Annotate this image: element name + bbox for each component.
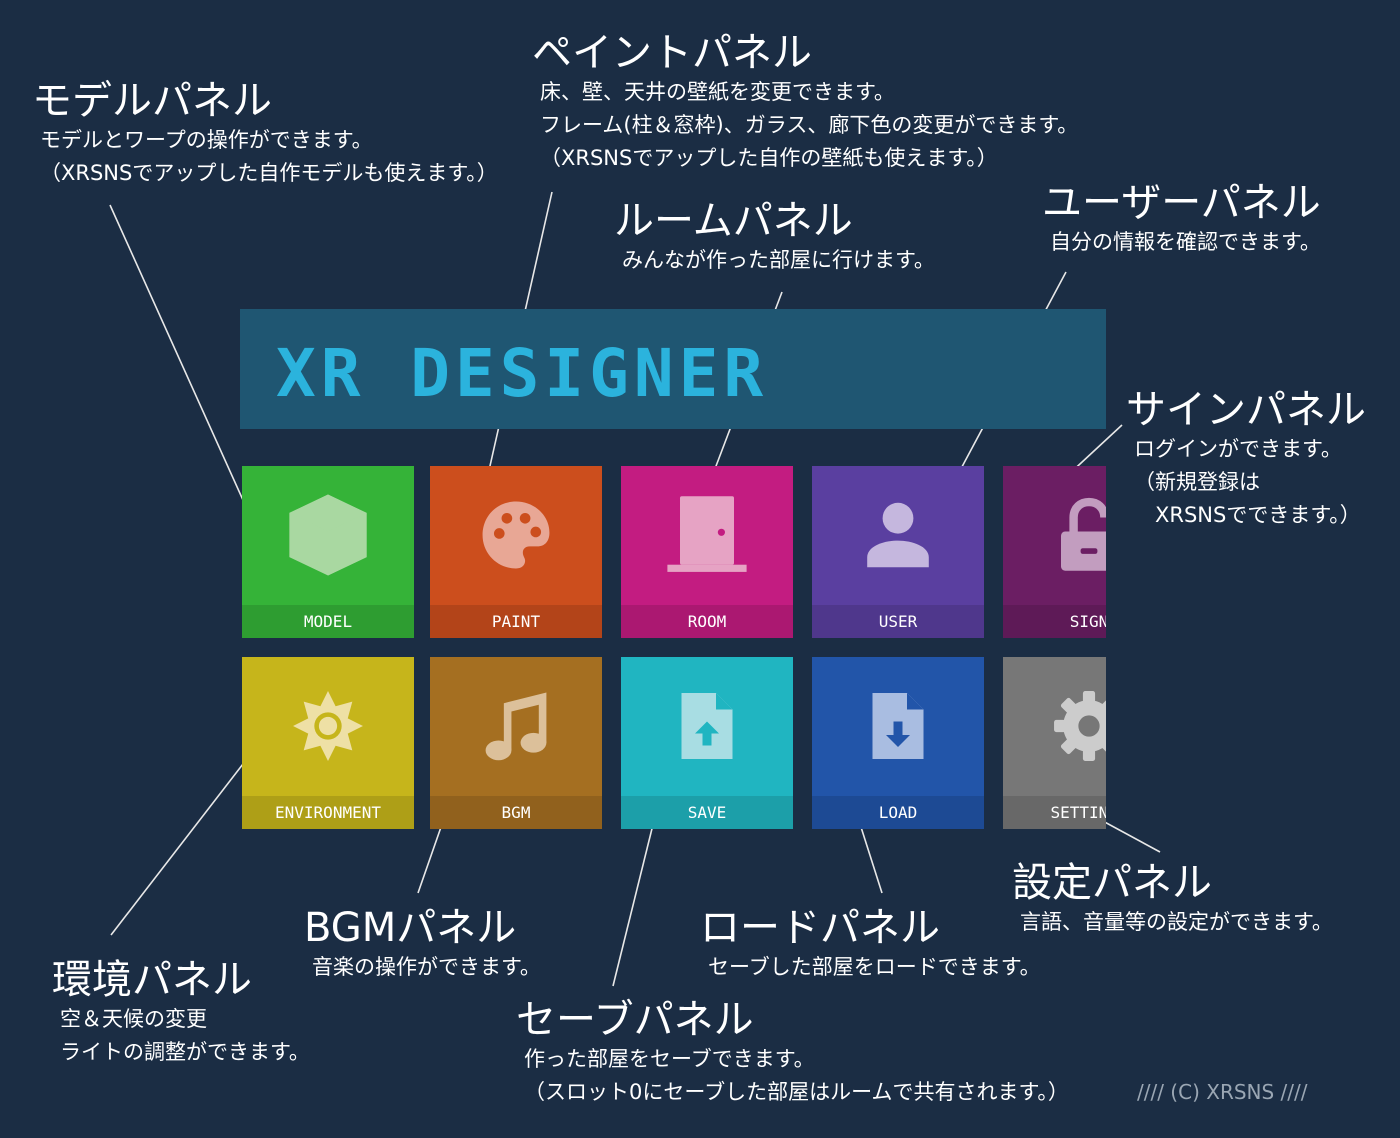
load-panel-title: ロードパネル [700, 905, 940, 951]
paint-panel-desc-3: （XRSNSでアップした自作の壁紙も使えます。） [540, 146, 998, 170]
user-panel-annotation: ユーザーパネル 自分の情報を確認できます。 [1042, 180, 1321, 259]
paint-tile-label: PAINT [491, 612, 541, 631]
sign-panel-desc-3: XRSNSでできます。） [1134, 503, 1361, 527]
user-panel-desc-1: 自分の情報を確認できます。 [1050, 230, 1321, 254]
settings-panel-desc-1: 言語、音量等の設定ができます。 [1020, 910, 1333, 934]
environment-tile[interactable]: ENVIRONMENT [242, 657, 414, 829]
environment-panel-title: 環境パネル [52, 957, 252, 1003]
sign-tile[interactable]: SIGN [1003, 466, 1106, 638]
app-screen: XR DESIGNER MODEL PAINT [240, 309, 1106, 839]
sign-tile-label: SIGN [1069, 612, 1106, 631]
paint-panel-annotation: ペイントパネル 床、壁、天井の壁紙を変更できます。 フレーム(柱＆窓枠)、ガラス… [532, 30, 1078, 175]
user-tile[interactable]: USER [812, 466, 984, 638]
room-panel-desc-1: みんなが作った部屋に行けます。 [622, 248, 935, 272]
sign-panel-desc-2: （新規登録は [1134, 470, 1260, 494]
user-tile-label: USER [878, 612, 918, 631]
settings-tile[interactable]: SETTINGS [1003, 657, 1106, 829]
app-title: XR DESIGNER [276, 335, 769, 412]
music-note-icon [430, 657, 602, 795]
save-tile[interactable]: SAVE [621, 657, 793, 829]
user-panel-title: ユーザーパネル [1042, 180, 1321, 226]
sun-icon [242, 657, 414, 795]
model-panel-desc-2: （XRSNSでアップした自作モデルも使えます。） [40, 161, 498, 185]
room-tile-label: ROOM [687, 612, 727, 631]
gear-icon [1003, 657, 1106, 795]
sign-panel-annotation: サインパネル ログインができます。 （新規登録は XRSNSでできます。） [1126, 387, 1366, 532]
save-panel-desc-1: 作った部屋をセーブできます。 [524, 1047, 815, 1071]
settings-panel-annotation: 設定パネル 言語、音量等の設定ができます。 [1012, 860, 1333, 939]
environment-tile-label: ENVIRONMENT [275, 803, 381, 822]
settings-panel-title: 設定パネル [1012, 860, 1212, 906]
bgm-tile[interactable]: BGM [430, 657, 602, 829]
file-download-icon [812, 657, 984, 795]
paint-panel-desc-2: フレーム(柱＆窓枠)、ガラス、廊下色の変更ができます。 [540, 113, 1079, 137]
paint-panel-title: ペイントパネル [532, 30, 812, 76]
file-upload-icon [621, 657, 793, 795]
bgm-panel-desc-1: 音楽の操作ができます。 [312, 955, 541, 979]
bgm-panel-title: BGMパネル [304, 905, 517, 951]
room-panel-annotation: ルームパネル みんなが作った部屋に行けます。 [614, 198, 935, 277]
environment-panel-annotation: 環境パネル 空＆天候の変更 ライトの調整ができます。 [52, 957, 310, 1069]
model-tile-label: MODEL [303, 612, 353, 631]
bgm-tile-label: BGM [501, 803, 531, 822]
unlock-icon [1003, 466, 1106, 604]
model-tile[interactable]: MODEL [242, 466, 414, 638]
cube-icon [242, 466, 414, 604]
room-tile[interactable]: ROOM [621, 466, 793, 638]
bgm-panel-annotation: BGMパネル 音楽の操作ができます。 [304, 905, 541, 984]
copyright-text: //// (C) XRSNS //// [1137, 1080, 1308, 1104]
sign-panel-desc-1: ログインができます。 [1134, 437, 1342, 461]
title-banner: XR DESIGNER [240, 309, 1106, 429]
person-icon [812, 466, 984, 604]
model-panel-desc-1: モデルとワープの操作ができます。 [40, 128, 373, 152]
environment-panel-desc-2: ライトの調整ができます。 [60, 1040, 310, 1064]
sign-panel-title: サインパネル [1126, 387, 1366, 433]
settings-tile-label: SETTINGS [1050, 803, 1106, 822]
palette-icon [430, 466, 602, 604]
environment-panel-desc-1: 空＆天候の変更 [60, 1007, 207, 1031]
save-panel-annotation: セーブパネル 作った部屋をセーブできます。 （スロット0にセーブした部屋はルーム… [516, 997, 1069, 1109]
load-panel-desc-1: セーブした部屋をロードできます。 [708, 955, 1041, 979]
model-panel-annotation: モデルパネル モデルとワープの操作ができます。 （XRSNSでアップした自作モデ… [32, 78, 498, 190]
load-panel-annotation: ロードパネル セーブした部屋をロードできます。 [700, 905, 1041, 984]
save-panel-desc-2: （スロット0にセーブした部屋はルームで共有されます。） [524, 1080, 1069, 1104]
load-tile[interactable]: LOAD [812, 657, 984, 829]
paint-tile[interactable]: PAINT [430, 466, 602, 638]
load-tile-label: LOAD [878, 803, 918, 822]
room-panel-title: ルームパネル [614, 198, 853, 244]
save-panel-title: セーブパネル [516, 997, 754, 1043]
door-icon [621, 466, 793, 604]
save-tile-label: SAVE [687, 803, 727, 822]
paint-panel-desc-1: 床、壁、天井の壁紙を変更できます。 [540, 80, 895, 104]
model-panel-title: モデルパネル [32, 78, 272, 124]
